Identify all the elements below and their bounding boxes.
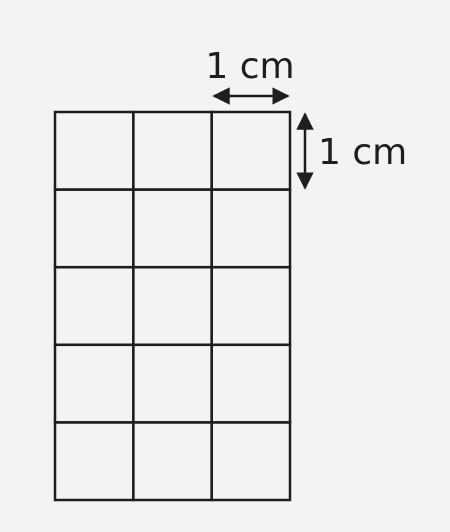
height-dimension-label: 1 cm (318, 132, 407, 173)
rectangle-grid (53, 110, 292, 502)
grid-cell (210, 421, 292, 502)
width-dimension-label: 1 cm (205, 46, 294, 87)
